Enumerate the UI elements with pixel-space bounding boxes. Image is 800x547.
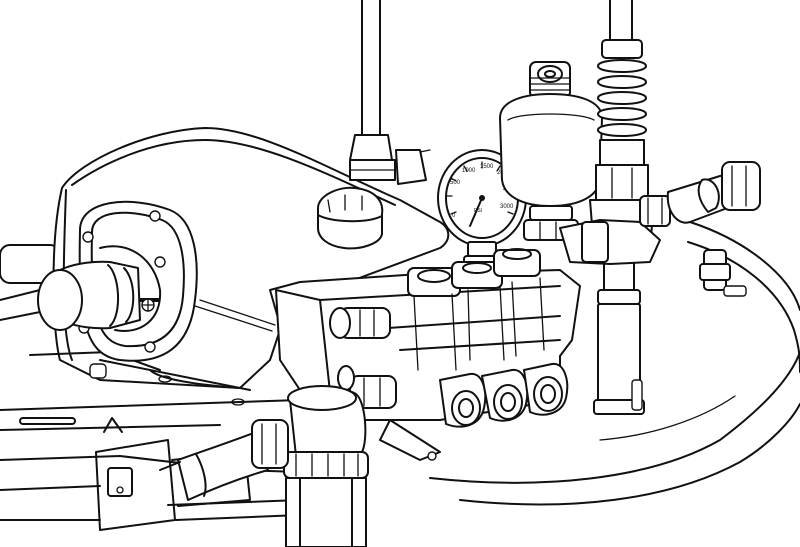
oil-cap [317, 186, 384, 250]
base-frame [0, 244, 301, 531]
vertical-dipstick-pipe [349, 0, 431, 185]
gauge-number: 3000 [500, 204, 514, 210]
spring-coils [597, 59, 647, 137]
gauge-number: 0 [452, 213, 456, 219]
outlet-fittings [559, 161, 761, 297]
pump-shaft [37, 260, 160, 379]
gauge-unit: PSI [474, 208, 482, 214]
inlet-tee [283, 385, 369, 547]
gauge-number: 1000 [462, 168, 476, 174]
gauge-number: 500 [450, 180, 461, 186]
pump-manifold [269, 248, 581, 461]
gauge-number: 1500 [480, 164, 494, 170]
inlet-hose [159, 419, 289, 501]
gauge-needle [469, 197, 483, 227]
